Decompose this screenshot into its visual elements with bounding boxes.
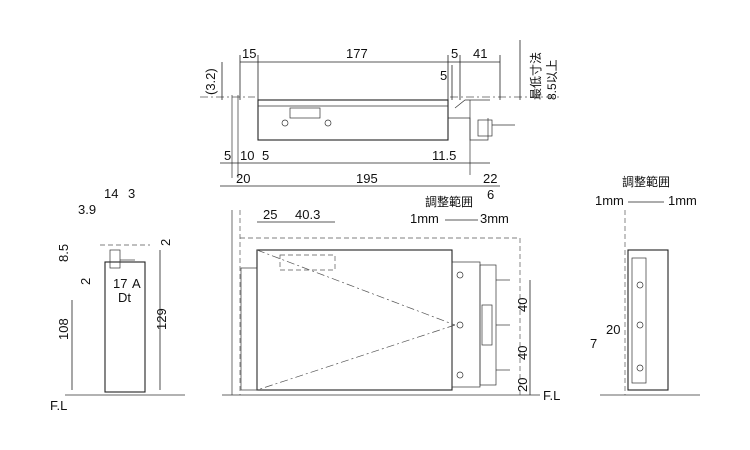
screw-icon xyxy=(456,271,464,279)
screw-icon xyxy=(281,119,289,127)
dim-2-top: 2 xyxy=(158,239,173,246)
top-adjuster xyxy=(477,119,493,137)
dim-20-right: 20 xyxy=(606,322,620,337)
adjust-left: 1mm xyxy=(410,211,439,226)
floor-label-front: F.L xyxy=(543,388,560,403)
adjust-right: 3mm xyxy=(480,211,509,226)
dim-195: 195 xyxy=(356,171,378,186)
dim-15: 15 xyxy=(242,46,256,61)
pitch-40-1: 40 xyxy=(515,298,530,312)
dim-8-5: 8.5 xyxy=(56,244,71,262)
dim-25: 25 xyxy=(263,207,277,222)
dim-5-b2: 5 xyxy=(262,148,269,163)
side-view: 14 3 3.9 2 8.5 2 17 A Dt 108 129 F.L xyxy=(50,186,185,413)
right-housing xyxy=(627,249,669,391)
top-housing xyxy=(257,99,449,141)
right-view: 調整範囲 1mm 1mm 20 7 xyxy=(590,174,700,396)
dim-14: 14 xyxy=(104,186,118,201)
note-min-dim: 最低寸法 xyxy=(529,52,543,100)
center-diag xyxy=(256,249,456,326)
label-dt: Dt xyxy=(118,290,131,305)
front-mount-plate xyxy=(451,261,481,388)
dim-17: 17 xyxy=(113,276,127,291)
adjust-label: 調整範囲 xyxy=(425,194,473,209)
adjust-label-right: 調整範囲 xyxy=(622,174,670,189)
dim-129: 129 xyxy=(154,308,169,330)
dim-5-inner: 5 xyxy=(440,68,447,83)
top-terminal-block xyxy=(289,107,321,119)
front-rail xyxy=(479,264,497,386)
dim-3-9: 3.9 xyxy=(78,202,96,217)
front-side-plate xyxy=(240,267,258,391)
dim-6: 6 xyxy=(487,187,494,202)
screw-icon xyxy=(636,281,644,289)
dim-7-right: 7 xyxy=(590,336,597,351)
pitch-40-2: 40 xyxy=(515,346,530,360)
front-hidden-block xyxy=(279,254,336,271)
floor-label-side: F.L xyxy=(50,398,67,413)
screw-icon xyxy=(456,371,464,379)
adjust-right-right: 1mm xyxy=(668,193,697,208)
dim-41: 41 xyxy=(473,46,487,61)
right-rail xyxy=(631,257,647,384)
label-a: A xyxy=(132,276,141,291)
center-diag xyxy=(256,324,456,391)
dim-40-3: 40.3 xyxy=(295,207,320,222)
dim-10-b: 10 xyxy=(240,148,254,163)
dim-20: 20 xyxy=(236,171,250,186)
screw-icon xyxy=(636,364,644,372)
pitch-20: 20 xyxy=(515,378,530,392)
top-wall-diag xyxy=(454,99,490,109)
dim-2-mid: 2 xyxy=(78,278,93,285)
side-housing xyxy=(104,261,146,393)
screw-icon xyxy=(456,321,464,329)
dim-177: 177 xyxy=(346,46,368,61)
side-bracket xyxy=(109,249,121,269)
screw-icon xyxy=(636,321,644,329)
screw-icon xyxy=(324,119,332,127)
dim-22: 22 xyxy=(483,171,497,186)
top-bracket xyxy=(448,117,489,141)
front-gear xyxy=(481,304,493,346)
dim-5-b: 5 xyxy=(224,148,231,163)
dim-3-2: (3.2) xyxy=(203,68,218,95)
dim-5: 5 xyxy=(451,46,458,61)
adjust-left-right: 1mm xyxy=(595,193,624,208)
dim-108: 108 xyxy=(56,318,71,340)
top-view: 15 177 5 41 (3.2) 5 最低寸法 8.5以上 5 10 5 11… xyxy=(200,40,560,202)
dim-3: 3 xyxy=(128,186,135,201)
front-view: 25 40.3 調整範囲 1mm 3mm 40 40 20 F.L xyxy=(222,194,560,403)
dim-11-5: 11.5 xyxy=(432,148,456,163)
front-housing xyxy=(256,249,453,391)
note-min-value: 8.5以上 xyxy=(545,59,559,100)
